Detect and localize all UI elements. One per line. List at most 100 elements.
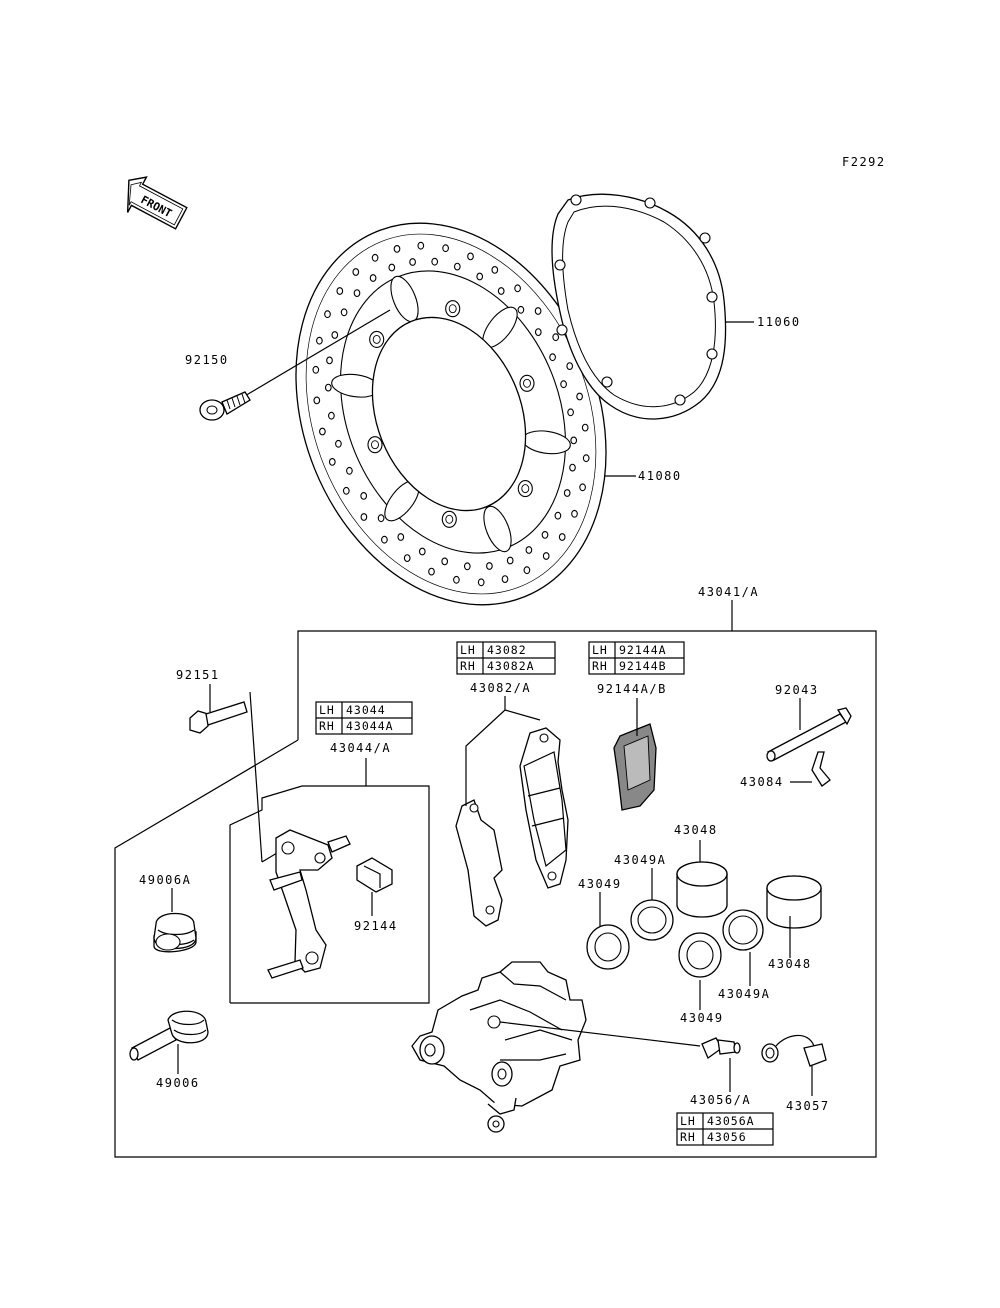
disc-vent-hole [570, 436, 578, 445]
table-92144: LH 92144A RH 92144B [588, 641, 685, 675]
disc-vent-hole [534, 328, 542, 337]
figure-code: F2292 [842, 155, 886, 169]
disc-vent-hole [340, 308, 348, 317]
label-43048-lower: 43048 [768, 957, 812, 971]
disc-vent-hole [581, 423, 589, 432]
label-49006: 49006 [156, 1076, 200, 1090]
label-43049A-upper: 43049A [614, 853, 666, 867]
disc-vent-hole [431, 257, 439, 266]
table-cell: 43056 [707, 1130, 747, 1144]
disc-bolt-hole-inner [445, 514, 454, 524]
disc-bolt-hole-inner [372, 334, 381, 344]
disc-vent-hole [409, 258, 416, 266]
disc-vent-hole [576, 392, 583, 401]
caliper-bracket [267, 829, 351, 979]
disc-bolt-hole-inner [521, 484, 530, 494]
boot-49006A [153, 912, 197, 953]
brake-pad-right [519, 727, 569, 889]
disc-vent-hole [549, 353, 556, 362]
disc-vent-hole [497, 287, 505, 295]
table-43056: LH 43056A RH 43056 [676, 1112, 774, 1146]
label-43048-upper: 43048 [674, 823, 718, 837]
label-92144ab: 92144A/B [597, 682, 667, 696]
disc-vent-hole [393, 244, 401, 253]
table-43082: LH 43082 RH 43082A [456, 641, 556, 675]
label-92150: 92150 [185, 353, 229, 367]
leader-lines [171, 321, 813, 1096]
label-92151: 92151 [176, 668, 220, 682]
disc-vent-hole [567, 408, 574, 417]
disc-vent-hole [388, 263, 396, 272]
disc-vent-hole [369, 274, 377, 282]
label-43082: 43082/A [470, 681, 531, 695]
disc-vent-hole [453, 575, 460, 584]
label-43049-lower: 43049 [680, 1011, 724, 1025]
part-labels: 11060 92150 41080 43041/A 92151 43082/A … [139, 315, 828, 1113]
disc-bolt-hole [445, 300, 461, 318]
disc-vent-hole [336, 287, 344, 295]
label-43044: 43044/A [330, 741, 391, 755]
disc-vent-hole [566, 362, 574, 371]
piston-seal-43049-lower [678, 932, 722, 978]
disc-vent-hole [442, 244, 449, 253]
disc-vent-hole [491, 265, 499, 274]
disc-vent-hole [328, 457, 336, 466]
table-cell: 43082 [487, 643, 527, 657]
disc-vent-hole [428, 567, 435, 576]
disc-vent-hole [377, 514, 385, 523]
dust-seal-43049A-upper [630, 899, 674, 941]
disc-spacer-ring [551, 193, 727, 420]
disc-bolt-hole [367, 436, 383, 454]
disc-vent-hole [441, 557, 449, 566]
disc-vent-hole [319, 427, 326, 436]
disc-vent-hole [569, 463, 576, 472]
table-cell: LH [680, 1114, 696, 1128]
disc-vent-hole [346, 466, 353, 475]
disc-vent-hole [582, 454, 590, 463]
bleeder-valve [499, 1021, 741, 1059]
disc-vent-hole [517, 305, 525, 314]
brake-disc [295, 222, 607, 606]
label-92043: 92043 [775, 683, 819, 697]
disc-vent-hole [560, 380, 567, 389]
table-cell: LH [460, 643, 476, 657]
disc-vent-hole [342, 486, 350, 495]
disc-vent-hole [418, 547, 426, 556]
label-43041: 43041/A [698, 585, 759, 599]
disc-bolt-hole [519, 374, 535, 392]
bracket-box [229, 785, 430, 1004]
label-43049-upper: 43049 [578, 877, 622, 891]
disc-vent-hole [326, 356, 333, 365]
table-cell: 43082A [487, 659, 535, 673]
disc-vent-hole [486, 562, 493, 570]
disc-vent-hole [312, 365, 320, 374]
table-cell: 43044 [346, 703, 386, 717]
disc-vent-hole [558, 533, 566, 541]
disc-vent-hole [463, 562, 471, 571]
pin-clip-43084 [811, 751, 831, 787]
label-43084: 43084 [740, 775, 784, 789]
disc-vent-hole [525, 546, 533, 554]
caliper-assembly-frame [114, 630, 877, 1158]
disc-vent-hole [563, 489, 571, 497]
disc-vent-hole [417, 241, 425, 250]
pad-pin-92043 [766, 707, 852, 762]
disc-vent-hole [381, 535, 388, 544]
label-11060: 11060 [757, 315, 801, 329]
disc-bolt-hole-inner [523, 378, 531, 388]
label-43056: 43056/A [690, 1093, 751, 1107]
pad-spring-92144 [356, 857, 393, 893]
disc-vent-hole [541, 530, 549, 539]
disc-vent-hole [403, 554, 411, 563]
brake-pad-left [455, 799, 503, 927]
bleeder-cap [761, 1034, 827, 1067]
boot-49006 [129, 1010, 209, 1061]
table-cell: 92144A [619, 643, 667, 657]
table-cell: LH [319, 703, 335, 717]
disc-bolt-hole [369, 330, 385, 348]
disc-vent-hole [313, 396, 321, 405]
front-arrow-icon: FRONT [126, 176, 188, 230]
piston-43048-lower [766, 875, 822, 929]
disc-vent-hole [371, 253, 379, 262]
